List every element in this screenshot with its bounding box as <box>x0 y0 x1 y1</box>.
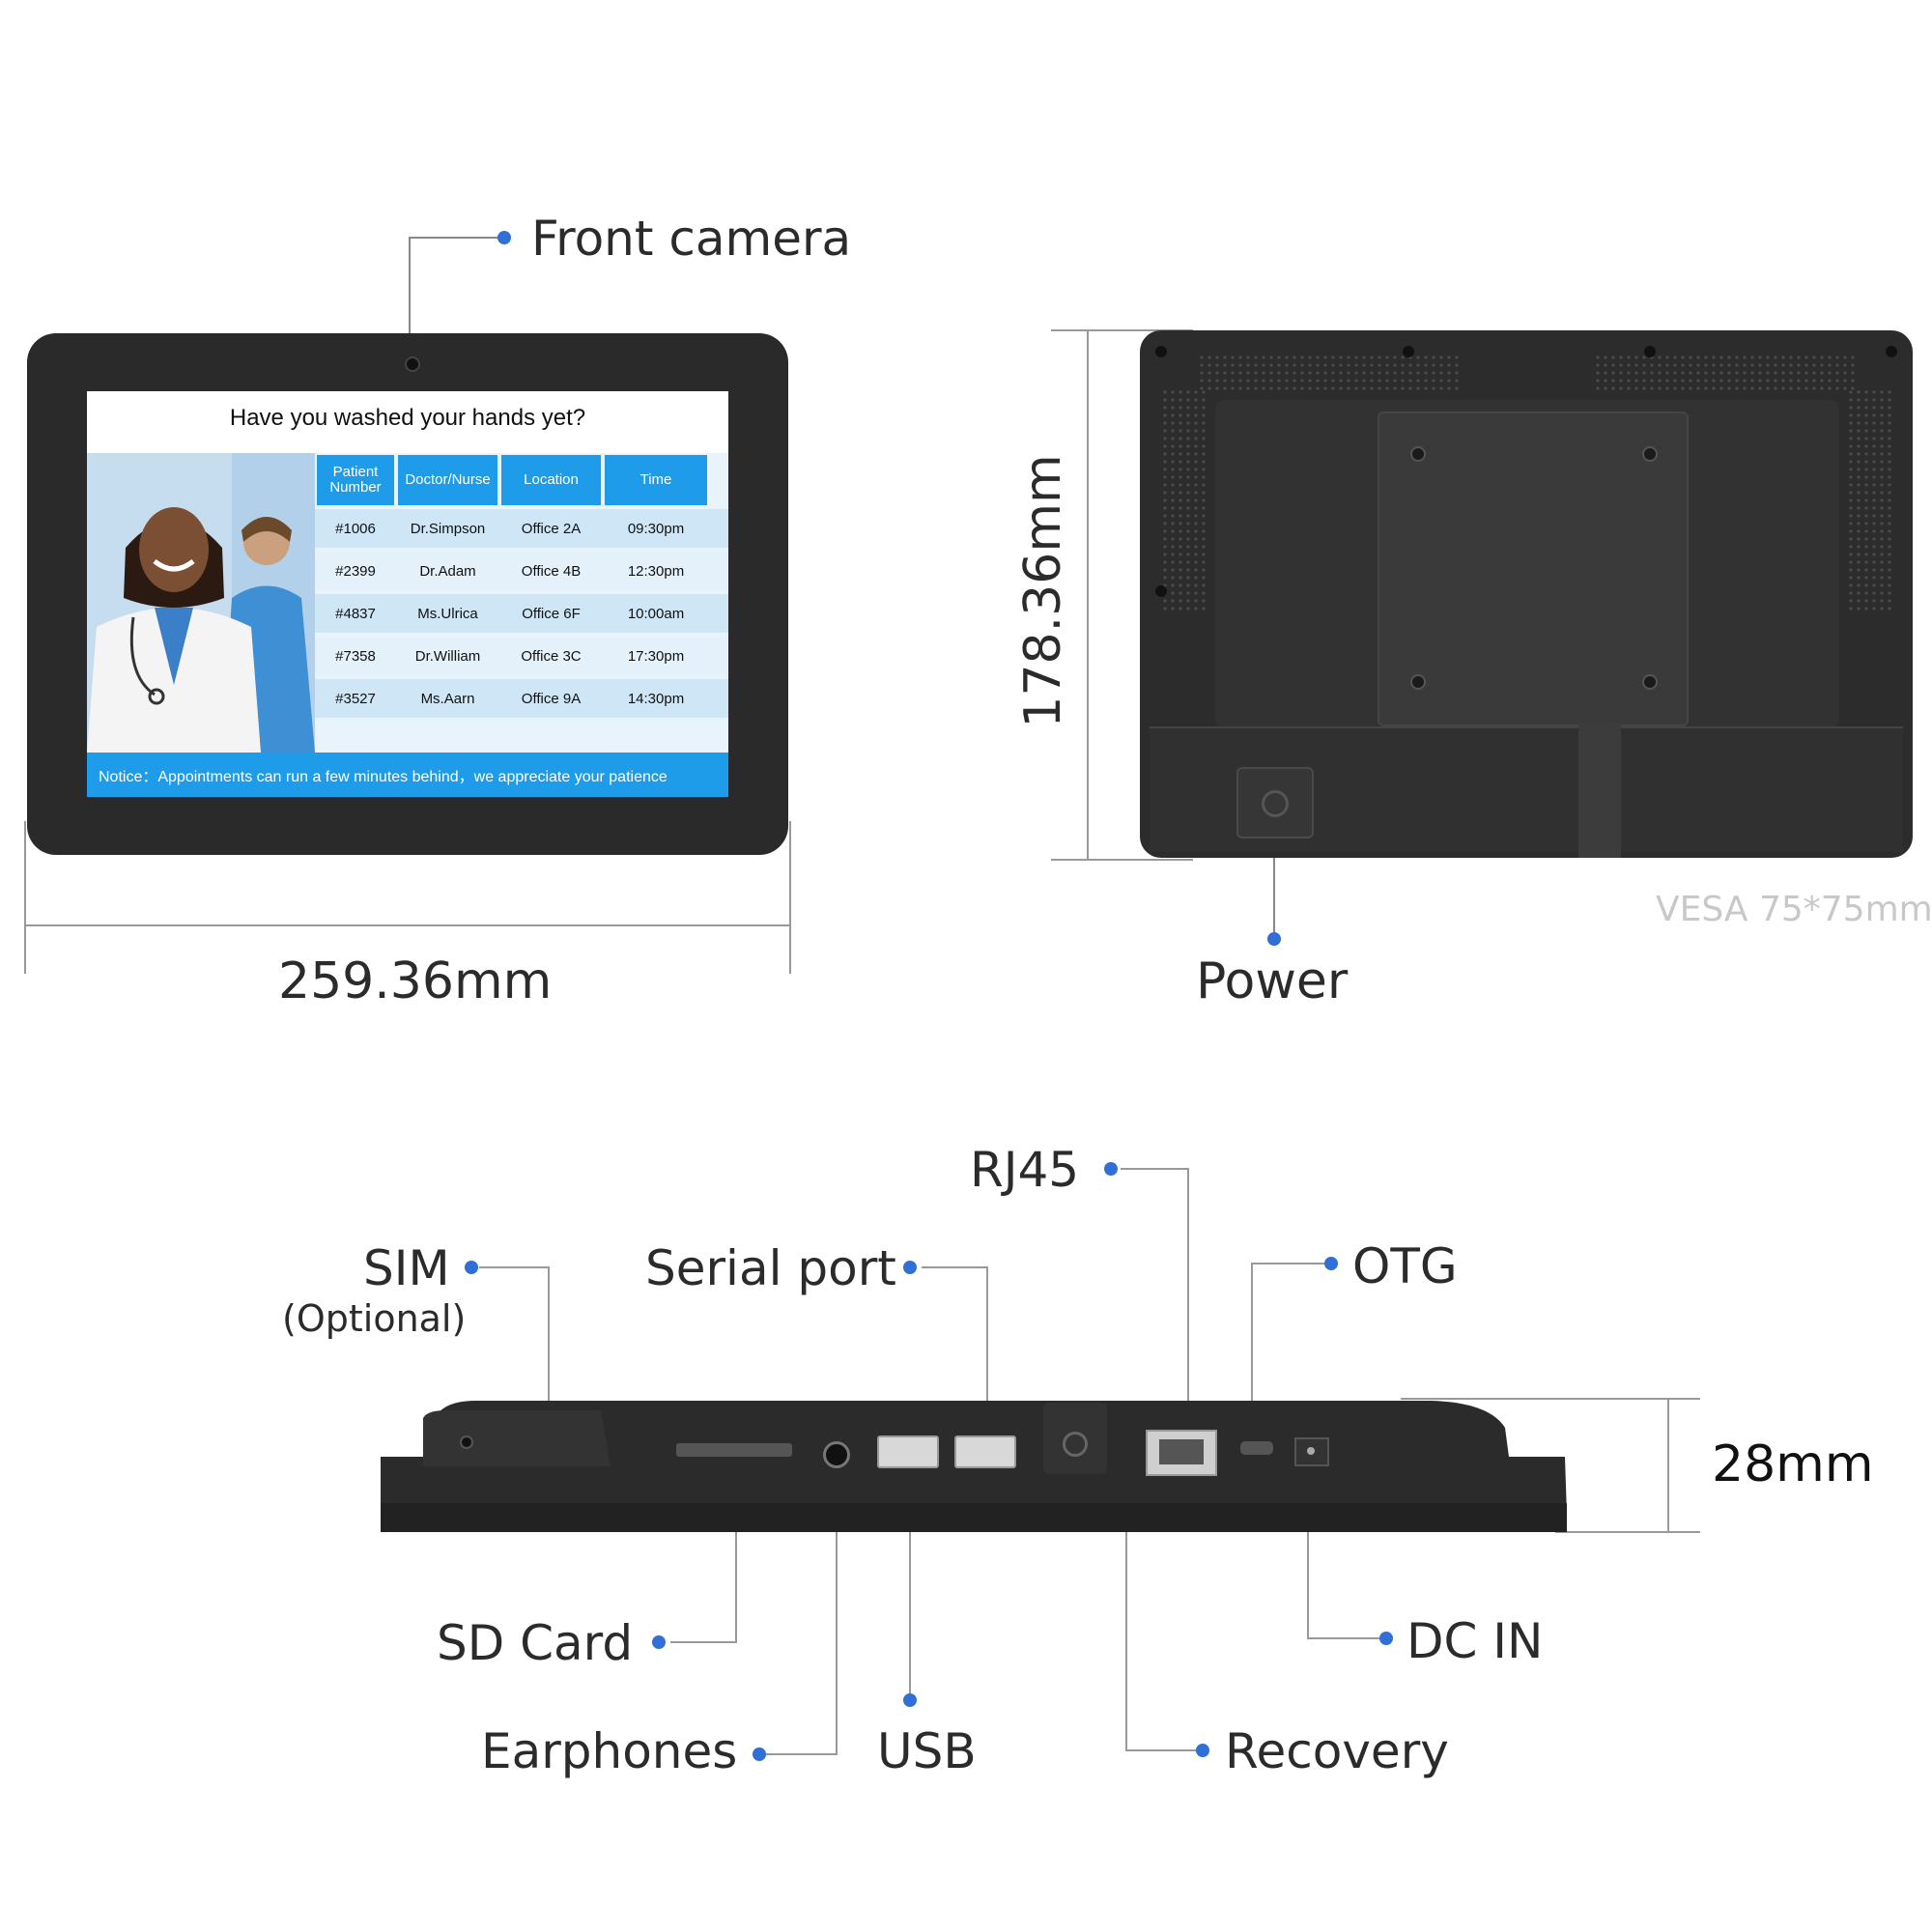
doctor-nurse: Dr.Adam <box>419 562 476 580</box>
dc-in-dot <box>1379 1632 1393 1645</box>
dc-in-label: DC IN <box>1406 1613 1544 1669</box>
table-header-cell: Time <box>605 455 707 505</box>
sd-card-dot <box>652 1635 666 1649</box>
vesa-screw-hole <box>1410 446 1426 462</box>
patient-number: #2399 <box>335 562 376 580</box>
time: 12:30pm <box>627 562 685 580</box>
table-row: #1006 Dr.Simpson Office 2A 09:30pm <box>315 509 728 548</box>
sd-card-slot <box>676 1443 792 1457</box>
dc-in-pin <box>1307 1447 1315 1455</box>
screen-title: Have you washed your hands yet? <box>229 405 586 431</box>
earphones-label: Earphones <box>481 1723 738 1779</box>
power-button <box>1236 767 1314 838</box>
front-camera-lens <box>405 356 420 372</box>
usb-port <box>954 1435 1016 1468</box>
location: Office 6F <box>522 605 581 622</box>
sim-dot <box>465 1261 478 1274</box>
table-row: #7358 Dr.William Office 3C 17:30pm <box>315 637 728 675</box>
power-icon <box>1262 790 1289 817</box>
otg-label: OTG <box>1352 1238 1458 1294</box>
doctor-nurse: Dr.Simpson <box>410 520 486 537</box>
location: Office 2A <box>521 520 582 537</box>
table-header-cell: Doctor/Nurse <box>398 455 497 505</box>
serial-port-label: Serial port <box>645 1240 896 1296</box>
notice-banner: Notice：Appointments can run a few minute… <box>87 753 728 797</box>
serial-port-icon <box>1063 1432 1088 1457</box>
dc-in-jack <box>1294 1437 1329 1466</box>
staff-photo-illustration <box>87 453 315 753</box>
usb-dot <box>903 1693 917 1707</box>
doctor-nurse: Dr.William <box>414 647 481 665</box>
power-dot <box>1267 932 1281 946</box>
screw-hole <box>1644 346 1656 357</box>
patient-number: #4837 <box>335 605 376 622</box>
power-label: Power <box>1196 952 1349 1010</box>
screw-hole <box>1155 346 1167 357</box>
time: 17:30pm <box>627 647 685 665</box>
tablet-front: Have you washed your hands yet? Patient <box>27 333 788 855</box>
table-row: #4837 Ms.Ulrica Office 6F 10:00am <box>315 594 728 633</box>
sim-optional-label: (Optional) <box>282 1297 467 1340</box>
tablet-back <box>1140 330 1913 858</box>
screw-hole <box>1155 585 1167 597</box>
sd-card-label: SD Card <box>437 1615 634 1671</box>
vesa-screw-hole <box>1642 674 1658 690</box>
staff-photo <box>87 453 315 753</box>
time: 10:00am <box>627 605 685 622</box>
vesa-screw-hole <box>1642 446 1658 462</box>
front-camera-dot <box>497 231 511 244</box>
front-camera-label: Front camera <box>531 211 852 267</box>
patient-number: #7358 <box>335 647 376 665</box>
screw-hole <box>1886 346 1897 357</box>
rj45-port <box>1146 1430 1217 1476</box>
serial-port-connector <box>1043 1403 1107 1474</box>
doctor-nurse: Ms.Ulrica <box>417 605 478 622</box>
time: 09:30pm <box>627 520 685 537</box>
height-dimension-label: 178.36mm <box>1014 454 1072 728</box>
earphone-jack <box>823 1441 850 1468</box>
rj45-dot <box>1104 1162 1118 1176</box>
earphones-dot <box>753 1747 766 1761</box>
vesa-label: VESA 75*75mm <box>1656 890 1932 929</box>
serial-port-dot <box>903 1261 917 1274</box>
back-stand-bar <box>1578 723 1621 858</box>
sim-slot <box>460 1435 473 1449</box>
location: Office 3C <box>521 647 582 665</box>
table-header-cell: Location <box>501 455 601 505</box>
recovery-dot <box>1196 1744 1209 1757</box>
table-header-cell: Patient Number <box>317 455 394 505</box>
vesa-mount-plate <box>1378 412 1689 726</box>
otg-port <box>1240 1441 1273 1455</box>
usb-port <box>877 1435 939 1468</box>
location: Office 4B <box>521 562 582 580</box>
table-row: #3527 Ms.Aarn Office 9A 14:30pm <box>315 679 728 718</box>
time: 14:30pm <box>627 690 685 707</box>
speaker-grille-right-top <box>1594 354 1855 392</box>
rj45-socket <box>1159 1439 1204 1464</box>
otg-dot <box>1324 1257 1338 1270</box>
tablet-screen: Have you washed your hands yet? Patient <box>87 391 728 797</box>
speaker-grille-left-side <box>1161 388 1206 611</box>
recovery-label: Recovery <box>1225 1723 1449 1779</box>
doctor-nurse: Ms.Aarn <box>420 690 475 707</box>
depth-dimension-label: 28mm <box>1712 1435 1874 1493</box>
patient-number: #1006 <box>335 520 376 537</box>
vesa-screw-hole <box>1410 674 1426 690</box>
patient-number: #3527 <box>335 690 376 707</box>
screw-hole <box>1403 346 1414 357</box>
location: Office 9A <box>521 690 582 707</box>
speaker-grille-left-top <box>1198 354 1459 392</box>
sim-label: SIM <box>363 1240 450 1296</box>
appointment-table: Patient Number Doctor/Nurse Location Tim… <box>315 453 728 753</box>
usb-label: USB <box>877 1723 977 1779</box>
speaker-grille-right-side <box>1847 388 1891 611</box>
rj45-label: RJ45 <box>970 1142 1080 1198</box>
table-row: #2399 Dr.Adam Office 4B 12:30pm <box>315 552 728 590</box>
width-dimension-label: 259.36mm <box>278 952 553 1010</box>
tablet-side-view <box>379 1399 1567 1534</box>
